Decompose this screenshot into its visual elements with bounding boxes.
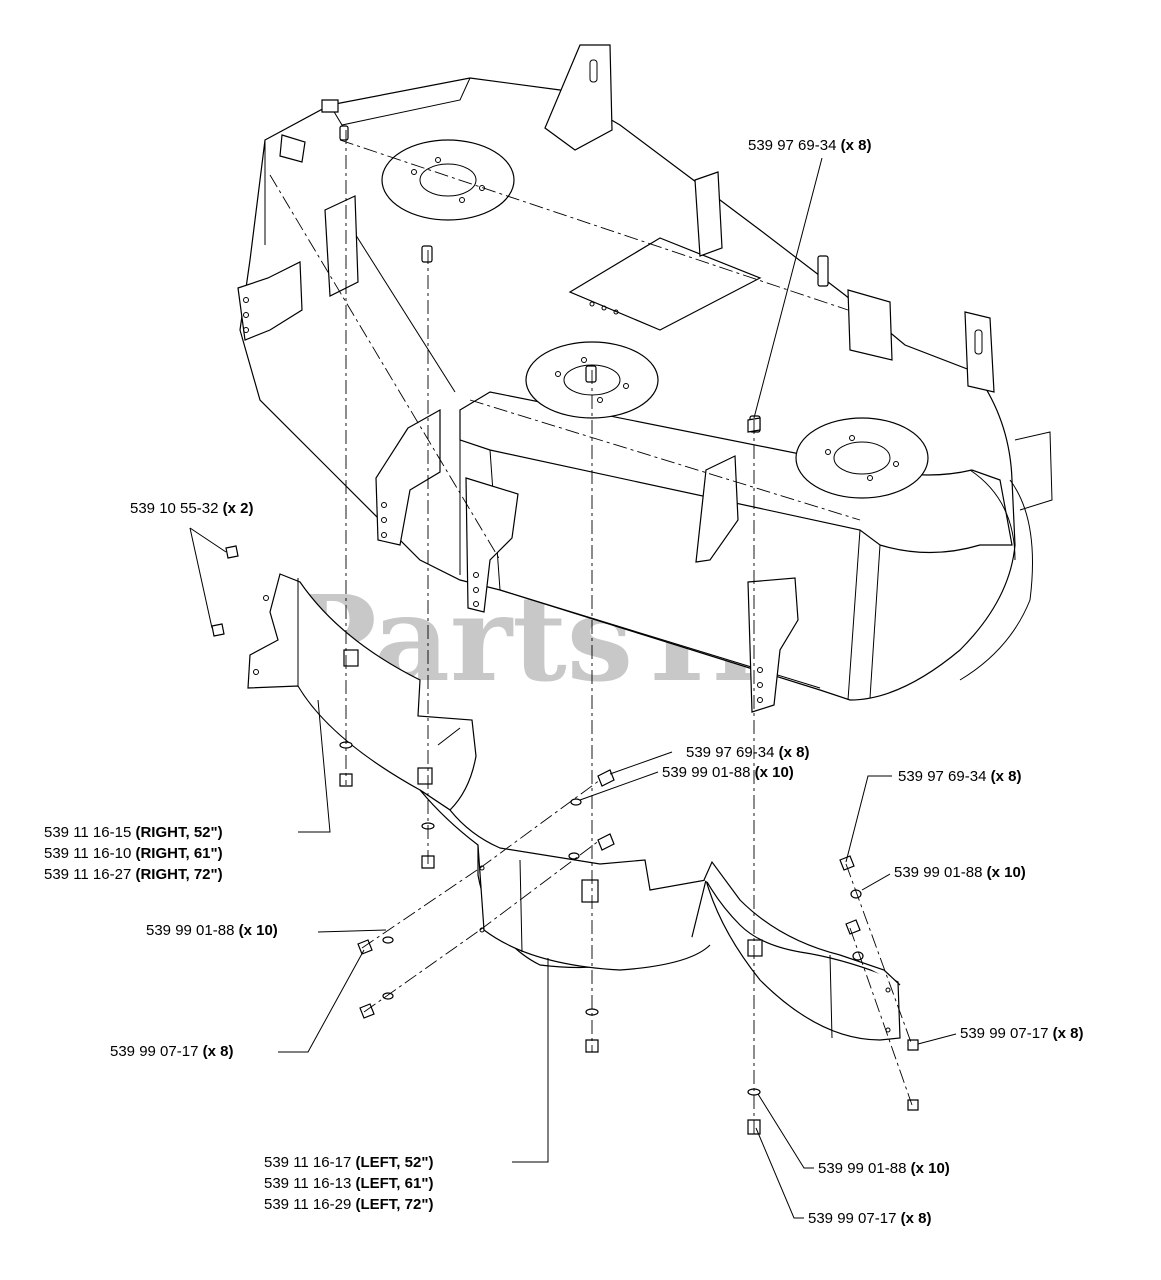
- callout-nut-left: 539 99 07-17 (x 8): [110, 1043, 233, 1061]
- left-baffle-61: 539 11 16-13 (LEFT, 61"): [264, 1175, 434, 1192]
- part-number: 539 97 69-34: [748, 137, 837, 154]
- right-baffle: [247, 573, 477, 811]
- part-quantity: (x 10): [910, 1160, 950, 1177]
- part-quantity: (x 8): [840, 137, 872, 154]
- left-baffle-72: 539 11 16-29 (LEFT, 72"): [264, 1196, 434, 1213]
- left-baffle: [419, 789, 711, 971]
- part-quantity: (x 10): [986, 864, 1026, 881]
- part-quantity: (x 2): [222, 500, 254, 517]
- part-number: 539 99 01-88: [894, 864, 983, 881]
- callout-washer-left: 539 99 01-88 (x 10): [146, 922, 278, 940]
- callout-right-baffle: 539 11 16-15 (RIGHT, 52") 539 11 16-10 (…: [44, 822, 223, 885]
- part-number: 539 97 69-34: [898, 768, 987, 785]
- part-quantity: (x 8): [990, 768, 1022, 785]
- callout-nut-right: 539 99 07-17 (x 8): [960, 1025, 1083, 1043]
- leader-lines: [189, 157, 957, 1219]
- part-number: 539 99 01-88: [662, 764, 751, 781]
- part-quantity: (x 10): [238, 922, 278, 939]
- left-baffle-52: 539 11 16-17 (LEFT, 52"): [264, 1154, 434, 1171]
- part-number: 539 10 55-32: [130, 500, 219, 517]
- callout-washer-right: 539 99 01-88 (x 10): [894, 864, 1026, 882]
- right-baffle-72: 539 11 16-27 (RIGHT, 72"): [44, 866, 223, 883]
- part-number: 539 99 07-17: [960, 1025, 1049, 1042]
- callout-washer-bottom: 539 99 01-88 (x 10): [818, 1160, 950, 1178]
- part-quantity: (x 8): [1052, 1025, 1084, 1042]
- part-number: 539 97 69-34: [686, 744, 775, 761]
- hardware: [211, 99, 919, 1135]
- callout-nut-bottom: 539 99 07-17 (x 8): [808, 1210, 931, 1228]
- part-number: 539 99 01-88: [818, 1160, 907, 1177]
- right-baffle-61: 539 11 16-10 (RIGHT, 61"): [44, 845, 223, 862]
- callout-screw-right: 539 97 69-34 (x 8): [898, 768, 1021, 786]
- part-number: 539 99 07-17: [110, 1043, 199, 1060]
- part-quantity: (x 8): [900, 1210, 932, 1227]
- right-baffle-52: 539 11 16-15 (RIGHT, 52"): [44, 824, 223, 841]
- part-quantity: (x 8): [202, 1043, 234, 1060]
- part-quantity: (x 8): [778, 744, 810, 761]
- part-quantity: (x 10): [754, 764, 794, 781]
- callout-screw-top: 539 97 69-34 (x 8): [748, 137, 871, 155]
- part-number: 539 99 01-88: [146, 922, 235, 939]
- callout-screw-mid: 539 97 69-34 (x 8): [686, 744, 809, 762]
- side-baffle: [703, 860, 901, 1041]
- callout-left-baffle: 539 11 16-17 (LEFT, 52") 539 11 16-13 (L…: [264, 1152, 433, 1215]
- part-number: 539 99 07-17: [808, 1210, 897, 1227]
- callout-washer-mid: 539 99 01-88 (x 10): [662, 764, 794, 782]
- assembly-lines: [269, 130, 913, 1134]
- callout-bolt-left: 539 10 55-32 (x 2): [130, 500, 253, 518]
- mower-deck: [237, 44, 1053, 713]
